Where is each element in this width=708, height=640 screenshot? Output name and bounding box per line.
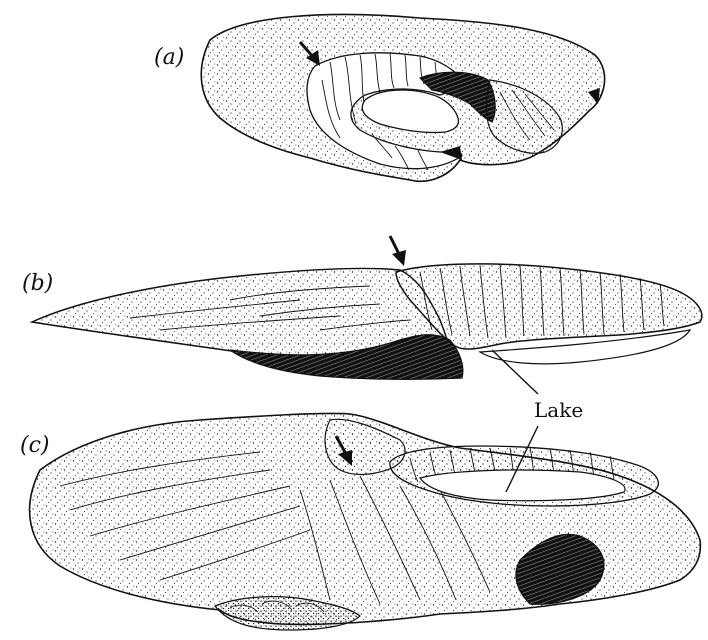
panel-b-label: (b): [22, 271, 53, 296]
panel-c: (c): [20, 413, 700, 630]
panel-c-label: (c): [20, 433, 50, 458]
panel-a: (a): [154, 14, 605, 181]
panel-a-label: (a): [154, 45, 184, 70]
panel-b: (b): [22, 236, 702, 379]
panel-b-arrow: [390, 236, 406, 266]
lake-label: Lake: [534, 398, 583, 422]
